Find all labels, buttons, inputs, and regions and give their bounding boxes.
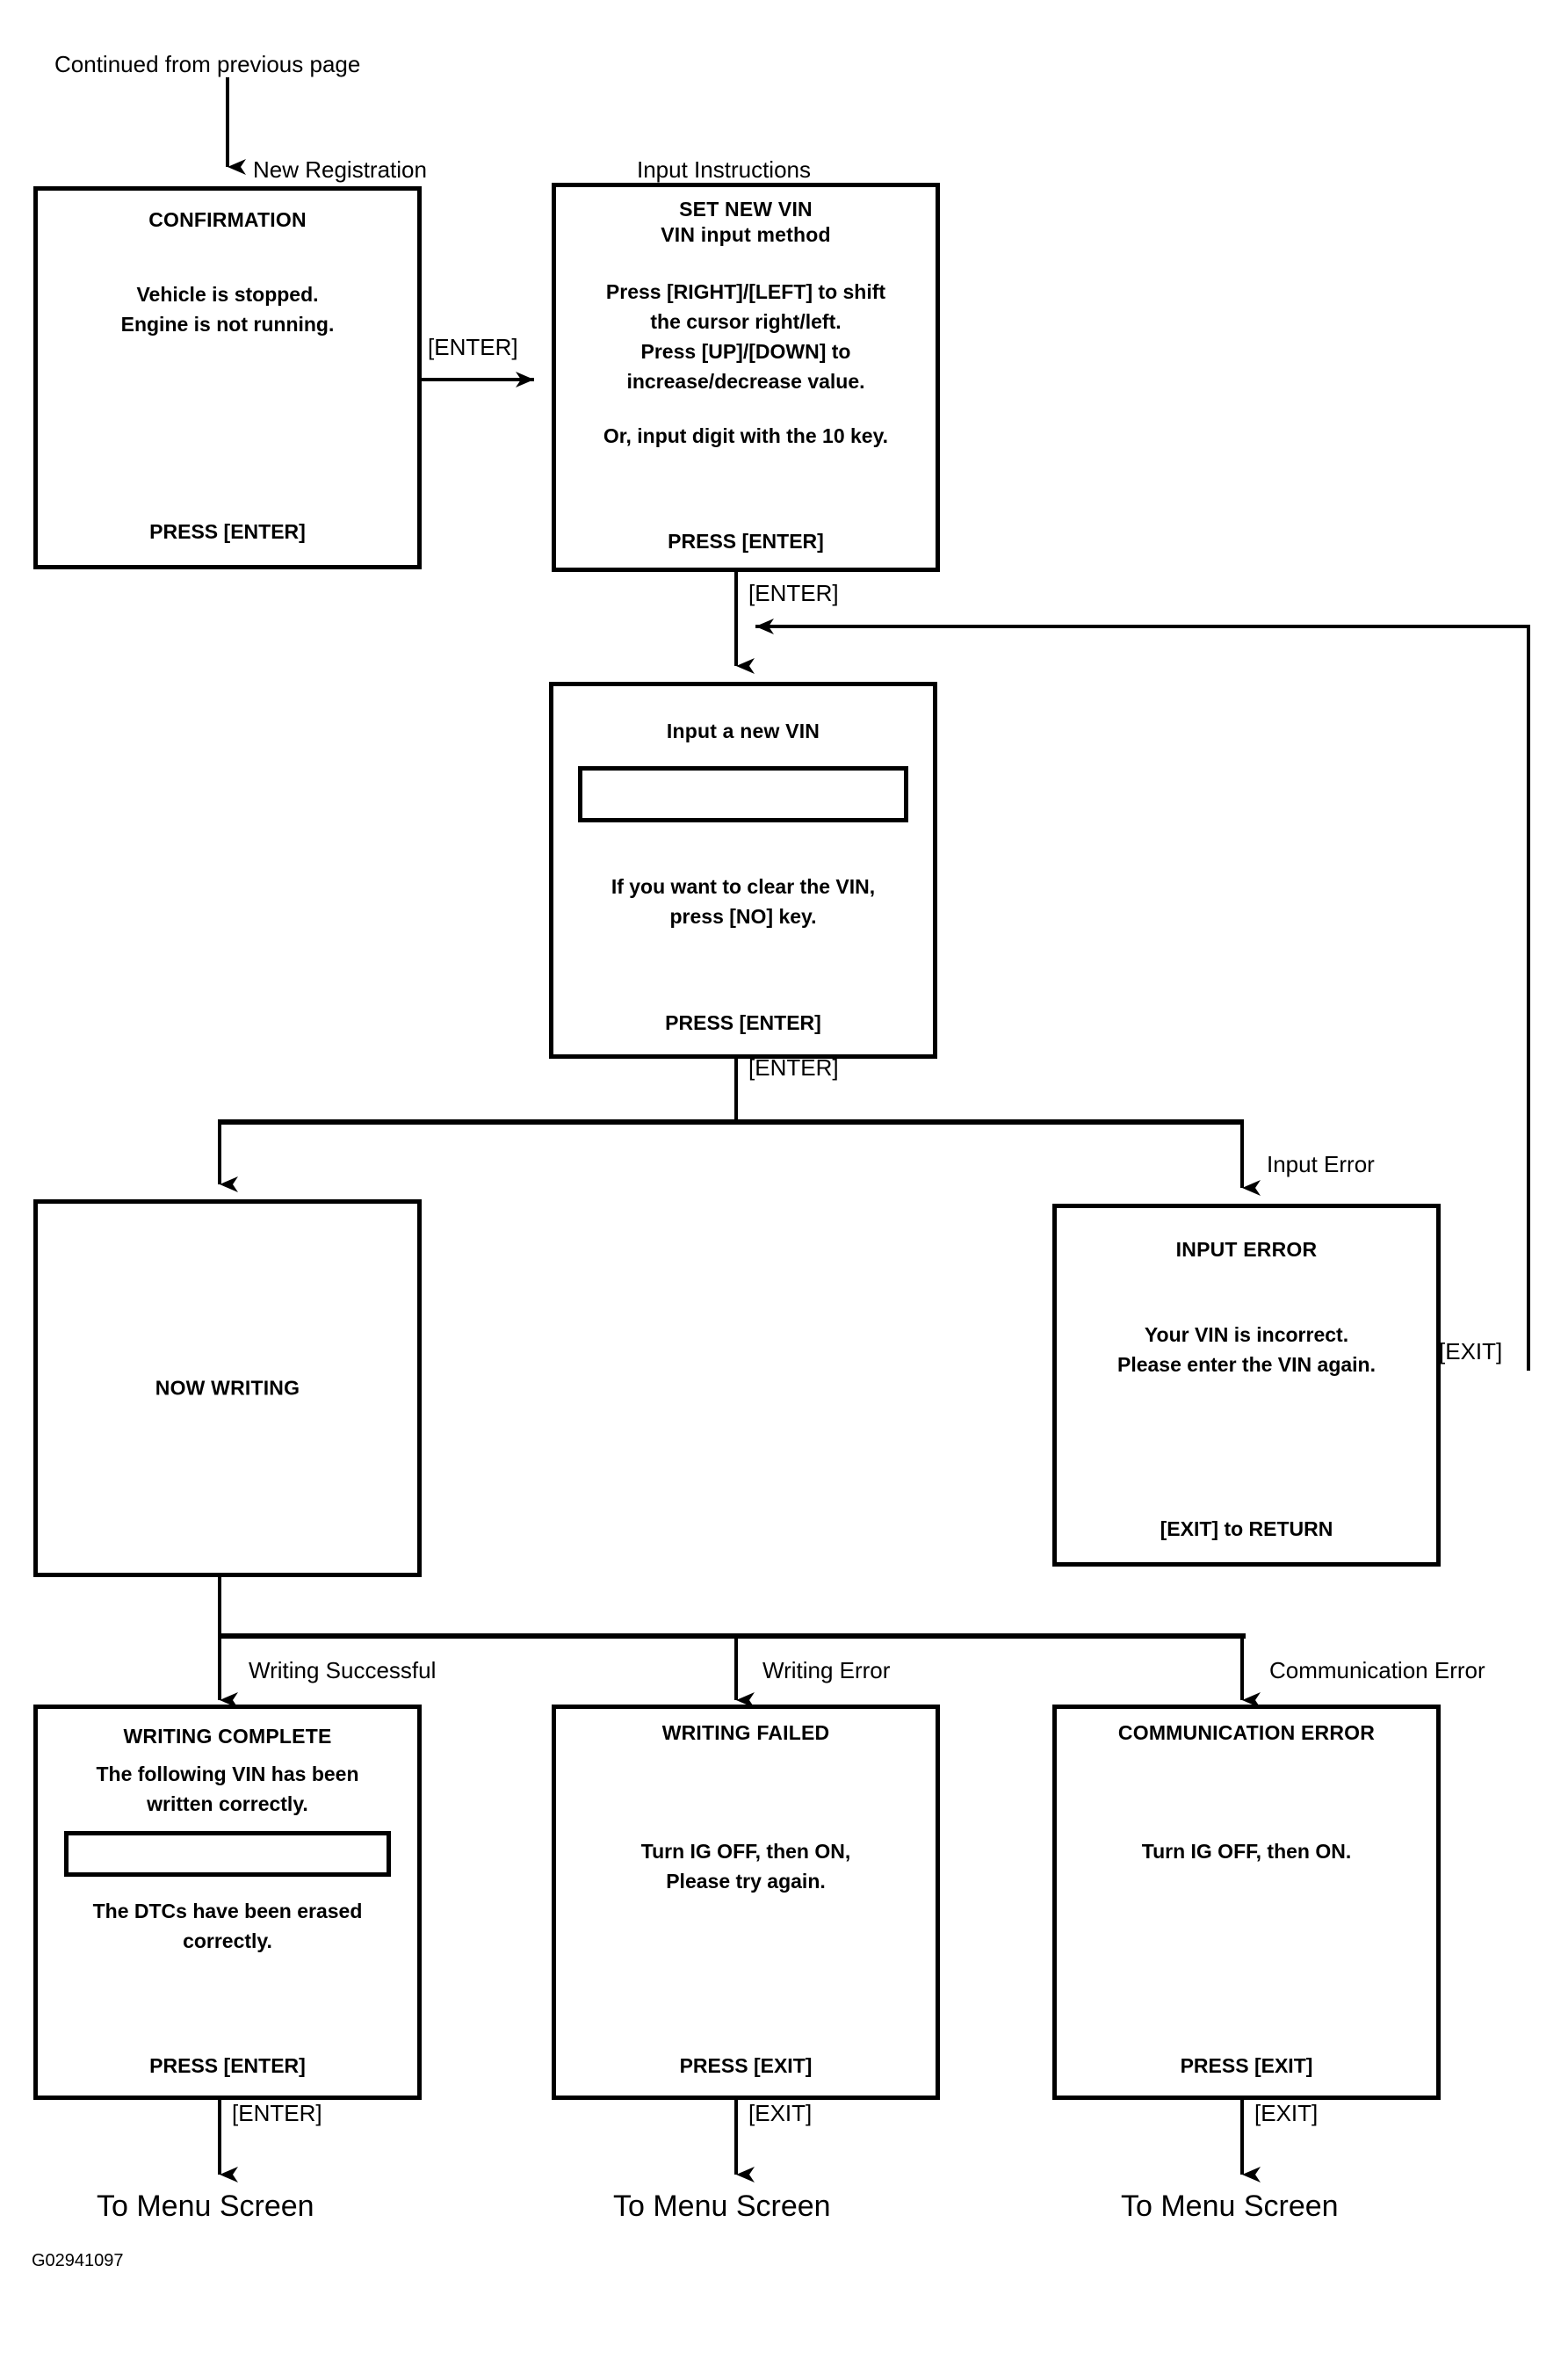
screen-input-new-vin-footer: PRESS [ENTER] bbox=[665, 1011, 821, 1034]
vin-input-field[interactable] bbox=[578, 766, 908, 822]
screen-set-new-vin-instr-2: the cursor right/left. bbox=[650, 310, 842, 334]
screen-confirmation-footer: PRESS [ENTER] bbox=[149, 520, 306, 543]
screen-writing-failed-line-1: Turn IG OFF, then ON, bbox=[640, 1840, 851, 1863]
screen-input-error-title: INPUT ERROR bbox=[1175, 1238, 1318, 1261]
screen-input-new-vin-hint-2: press [NO] key. bbox=[669, 905, 817, 929]
screen-set-new-vin-title-line-2: VIN input method bbox=[661, 223, 831, 246]
screen-writing-failed-line-2: Please try again. bbox=[666, 1870, 826, 1893]
screen-writing-complete-top-1: The following VIN has been bbox=[96, 1763, 359, 1785]
screen-writing-complete-bottom-1: The DTCs have been erased bbox=[92, 1900, 363, 1923]
edge-label-enter-confirmation-to-setvin: [ENTER] bbox=[428, 334, 518, 360]
screen-communication-error[interactable]: COMMUNICATION ERROR Turn IG OFF, then ON… bbox=[1052, 1705, 1441, 2100]
screen-input-error-line-2: Please enter the VIN again. bbox=[1116, 1353, 1376, 1377]
screen-set-new-vin-instr-5: Or, input digit with the 10 key. bbox=[603, 424, 889, 448]
screen-set-new-vin-instr-4: increase/decrease value. bbox=[626, 370, 865, 394]
screen-communication-error-line-1: Turn IG OFF, then ON. bbox=[1141, 1840, 1352, 1863]
screen-set-new-vin-footer: PRESS [ENTER] bbox=[668, 530, 824, 553]
edge-label-writing-error: Writing Error bbox=[762, 1657, 891, 1683]
screen-input-error-line-1: Your VIN is incorrect. bbox=[1144, 1323, 1349, 1346]
screen-now-writing-title: NOW WRITING bbox=[155, 1376, 300, 1400]
edge-label-communication-error: Communication Error bbox=[1269, 1657, 1485, 1683]
screen-writing-failed-footer: PRESS [EXIT] bbox=[679, 2054, 813, 2077]
screen-set-new-vin[interactable]: SET NEW VIN VIN input method Press [RIGH… bbox=[552, 183, 940, 572]
screen-input-error-footer: [EXIT] to RETURN bbox=[1160, 1517, 1333, 1540]
screen-communication-error-title: COMMUNICATION ERROR bbox=[1117, 1721, 1376, 1744]
screen-writing-failed[interactable]: WRITING FAILED Turn IG OFF, then ON, Ple… bbox=[552, 1705, 940, 2100]
edge-label-exit-to-menu-3: [EXIT] bbox=[1254, 2100, 1319, 2126]
screen-writing-complete-top-2: written correctly. bbox=[147, 1792, 308, 1816]
edge-label-input-error: Input Error bbox=[1267, 1151, 1375, 1177]
screen-confirmation[interactable]: CONFIRMATION Vehicle is stopped. Engine … bbox=[33, 186, 422, 569]
screen-writing-failed-title: WRITING FAILED bbox=[661, 1721, 830, 1744]
terminal-to-menu-screen-2: To Menu Screen bbox=[613, 2190, 831, 2223]
edge-label-enter-setvin-to-inputvin: [ENTER] bbox=[748, 580, 839, 606]
edge-label-enter-inputvin-branch: [ENTER] bbox=[748, 1054, 839, 1081]
terminal-to-menu-screen-3: To Menu Screen bbox=[1121, 2190, 1339, 2223]
screen-writing-complete[interactable]: WRITING COMPLETE The following VIN has b… bbox=[33, 1705, 422, 2100]
continued-from-previous-page-note: Continued from previous page bbox=[54, 51, 361, 77]
figure-id-code: G02941097 bbox=[32, 2251, 124, 2270]
screen-confirmation-title: CONFIRMATION bbox=[148, 208, 307, 231]
screen-confirmation-line-1: Vehicle is stopped. bbox=[136, 283, 319, 306]
edge-label-exit-return: [EXIT] bbox=[1439, 1338, 1503, 1364]
screen-set-new-vin-instr-1: Press [RIGHT]/[LEFT] to shift bbox=[605, 280, 886, 303]
screen-now-writing[interactable]: NOW WRITING bbox=[33, 1199, 422, 1577]
screen-set-new-vin-title-line-1: SET NEW VIN bbox=[679, 198, 813, 221]
edge-label-enter-to-menu-1: [ENTER] bbox=[232, 2100, 322, 2126]
edge-label-input-instructions: Input Instructions bbox=[637, 156, 811, 183]
screen-input-new-vin[interactable]: Input a new VIN If you want to clear the… bbox=[549, 682, 937, 1059]
screen-input-error[interactable]: INPUT ERROR Your VIN is incorrect. Pleas… bbox=[1052, 1204, 1441, 1567]
edge-label-writing-successful: Writing Successful bbox=[249, 1657, 437, 1683]
edge-label-new-registration: New Registration bbox=[253, 156, 427, 183]
screen-writing-complete-bottom-2: correctly. bbox=[183, 1929, 272, 1953]
screen-confirmation-line-2: Engine is not running. bbox=[120, 313, 335, 337]
screen-input-new-vin-hint-1: If you want to clear the VIN, bbox=[611, 875, 876, 898]
screen-set-new-vin-instr-3: Press [UP]/[DOWN] to bbox=[640, 340, 851, 364]
written-vin-field bbox=[64, 1831, 391, 1878]
edge-label-exit-to-menu-2: [EXIT] bbox=[748, 2100, 813, 2126]
terminal-to-menu-screen-1: To Menu Screen bbox=[97, 2190, 314, 2223]
screen-input-new-vin-title: Input a new VIN bbox=[666, 720, 820, 742]
screen-writing-complete-title: WRITING COMPLETE bbox=[123, 1725, 332, 1748]
screen-writing-complete-footer: PRESS [ENTER] bbox=[149, 2054, 306, 2077]
screen-communication-error-footer: PRESS [EXIT] bbox=[1180, 2054, 1313, 2077]
